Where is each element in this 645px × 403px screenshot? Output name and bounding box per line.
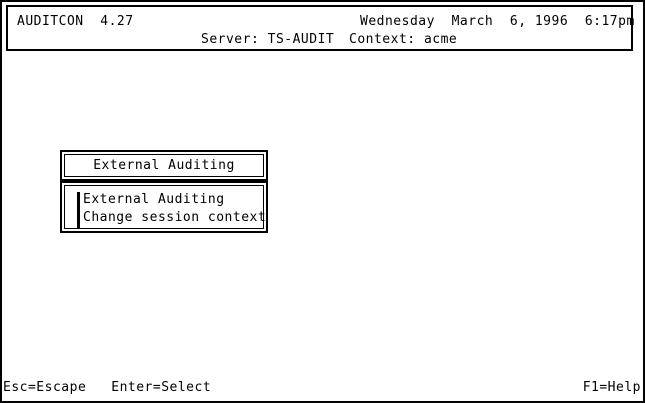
menu-title-text: External Auditing xyxy=(93,158,235,173)
status-bar-keys-left: Esc=Escape Enter=Select xyxy=(3,380,212,395)
status-bar: Esc=Escape Enter=Select F1=Help xyxy=(2,381,643,399)
screen-border-bottom xyxy=(0,401,645,403)
menu-title-inner-border: External Auditing xyxy=(64,154,264,177)
menu-items-inner-border: External Auditing Change session context xyxy=(64,185,266,229)
app-title: AUDITCON 4.27 xyxy=(17,14,134,29)
menu-items-box: External Auditing Change session context xyxy=(60,181,268,233)
screen-border-top xyxy=(0,0,645,2)
header-server: Server: TS-AUDIT xyxy=(201,32,335,47)
menu-item-list: External Auditing Change session context xyxy=(83,191,266,227)
header-panel: AUDITCON 4.27 Wednesday March 6, 1996 6:… xyxy=(6,5,635,51)
screen-border-right xyxy=(643,0,645,403)
menu-selection-cursor xyxy=(77,192,80,228)
header-datetime: Wednesday March 6, 1996 6:17pm xyxy=(360,14,635,29)
menu-title-box: External Auditing xyxy=(60,150,268,181)
status-bar-help-key[interactable]: F1=Help xyxy=(582,380,641,395)
header-context: Context: acme xyxy=(349,32,458,47)
menu-item-external-auditing[interactable]: External Auditing xyxy=(83,192,225,207)
menu-item-change-session-context[interactable]: Change session context xyxy=(83,210,267,225)
menu-window: External Auditing External Auditing Chan… xyxy=(60,150,268,233)
screen-border-left xyxy=(0,0,2,403)
